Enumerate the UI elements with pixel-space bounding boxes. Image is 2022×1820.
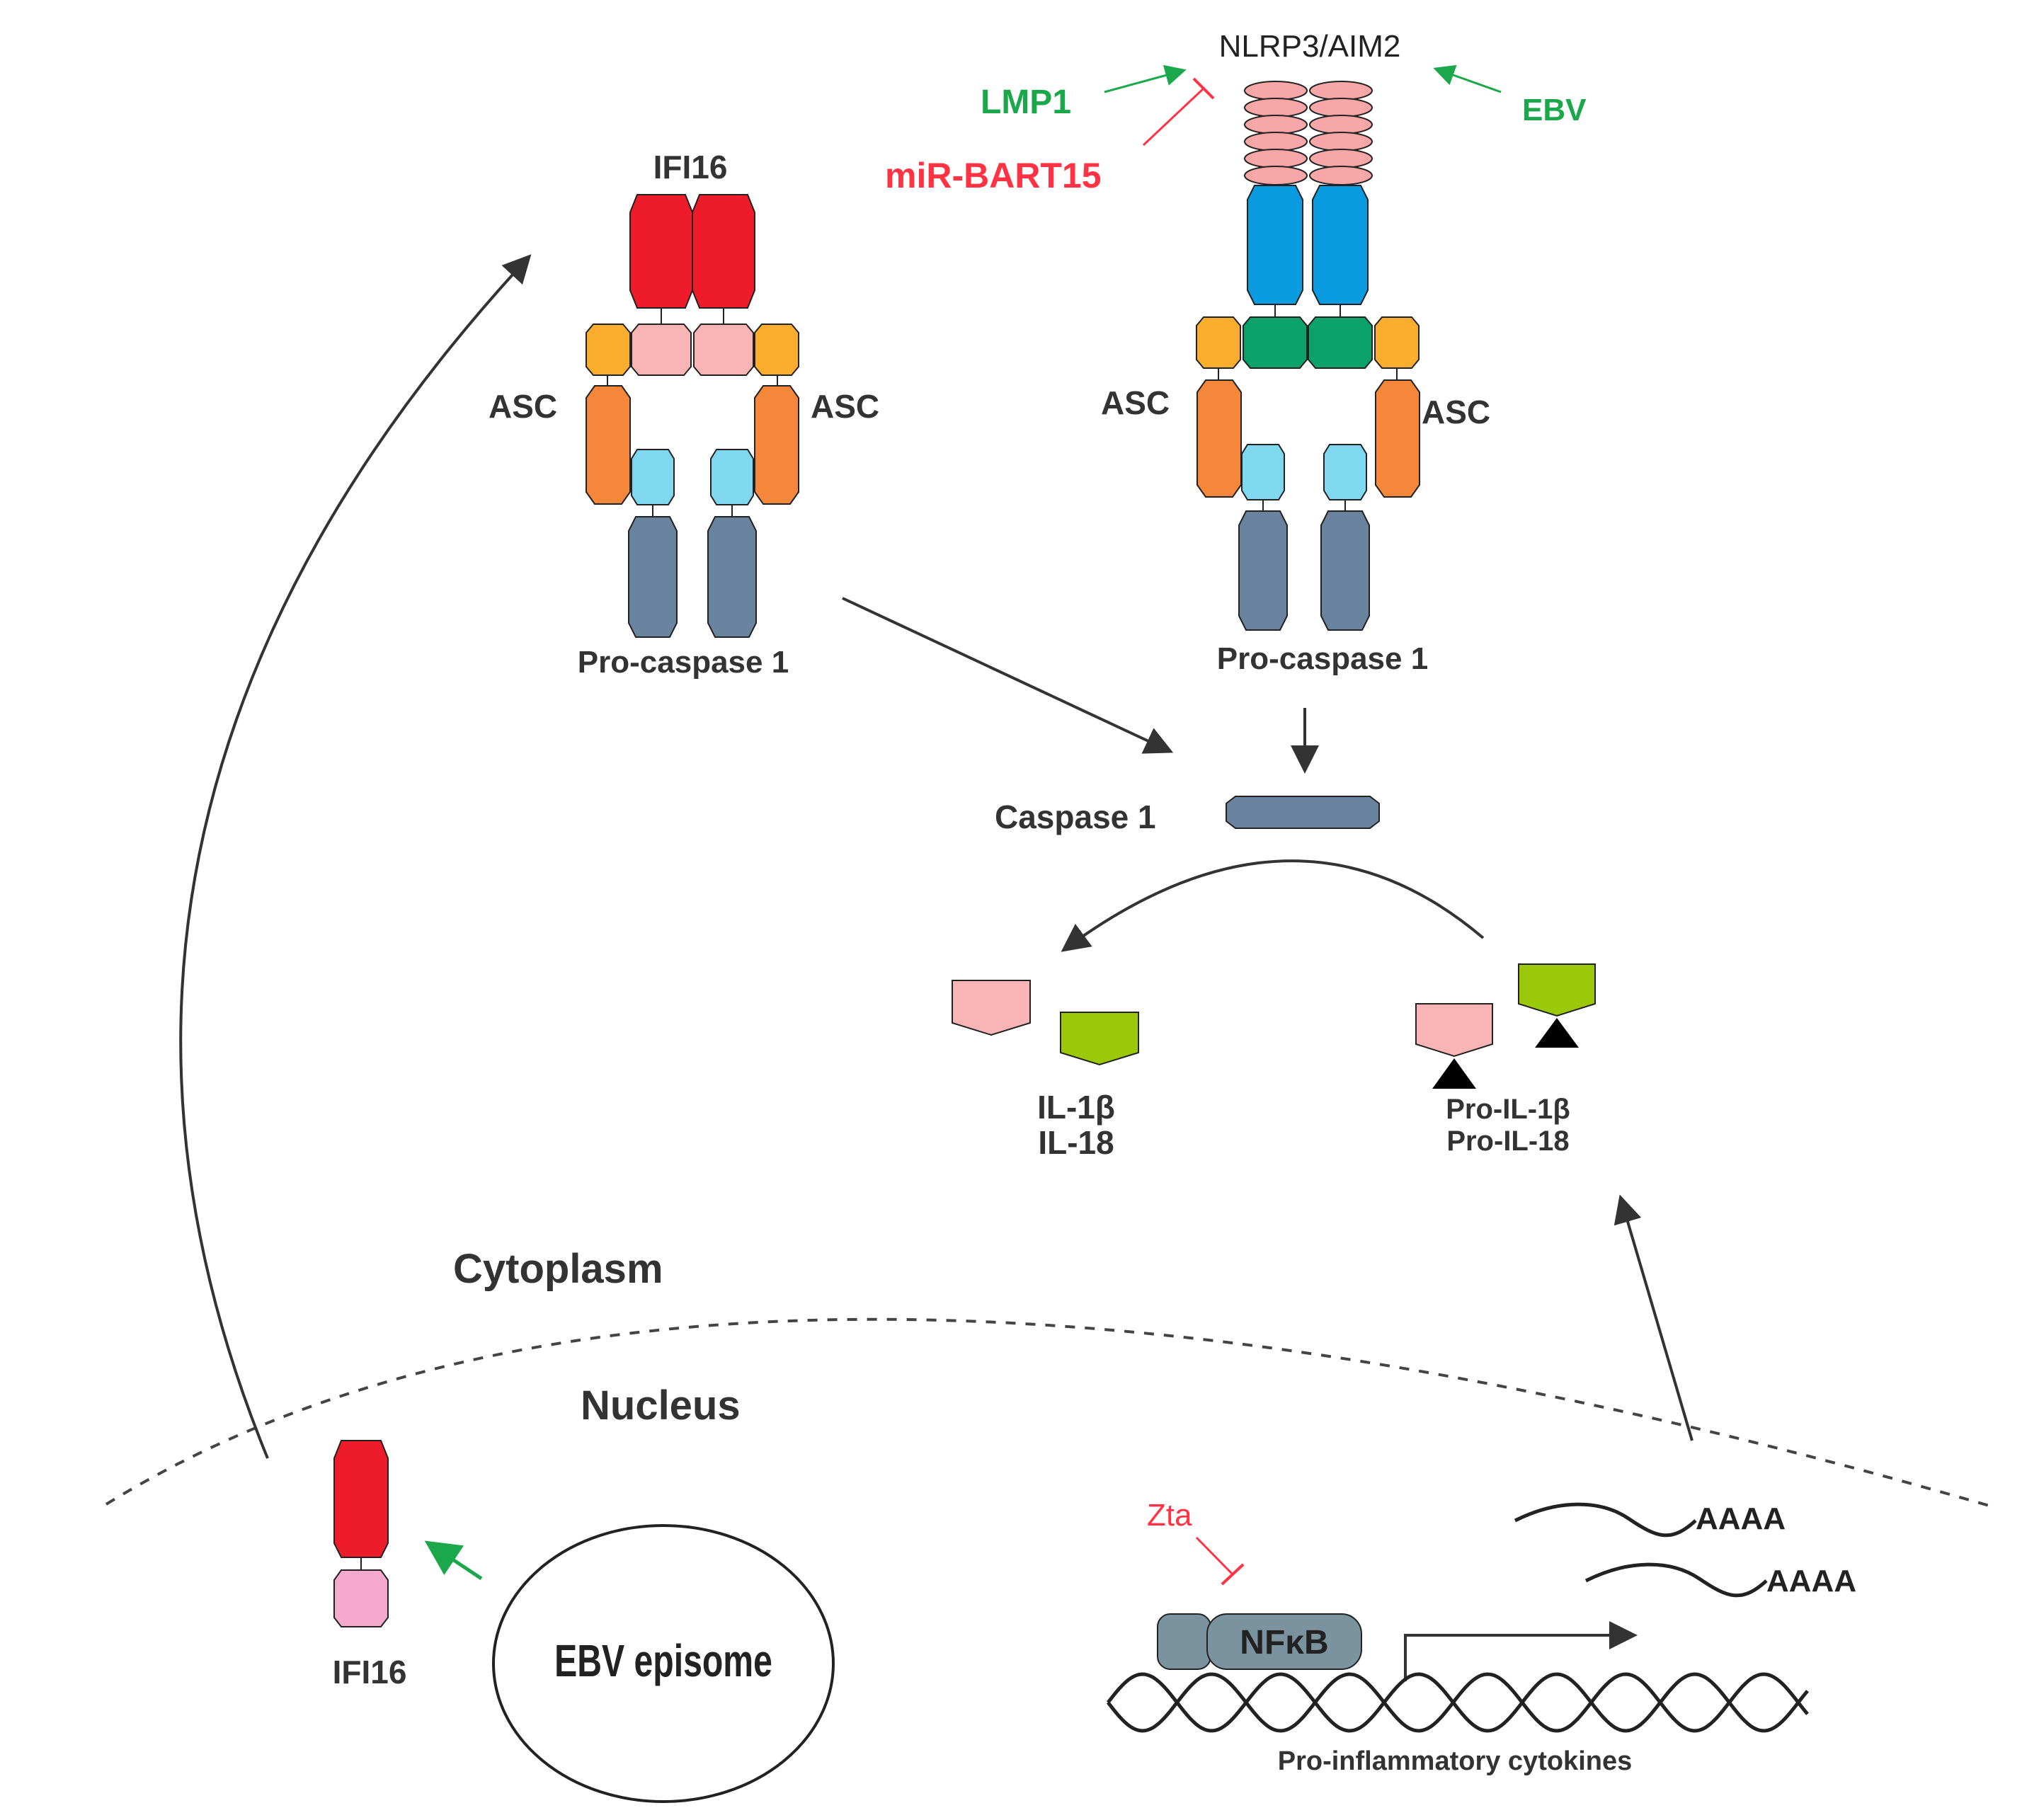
asc-label-left: ASC bbox=[1101, 384, 1170, 421]
zta-inhibition-bar bbox=[1221, 1563, 1245, 1586]
pro-caspase-1-domain bbox=[707, 516, 757, 638]
cytokine-processing-arrow bbox=[1061, 859, 1485, 952]
pro-caspase-1-domain bbox=[628, 516, 678, 638]
caspase-card-domain bbox=[1241, 444, 1285, 500]
asc-pyd-domain bbox=[1374, 316, 1420, 369]
ifi16-pyd-domain bbox=[631, 324, 692, 376]
cytoplasm-label: Cytoplasm bbox=[453, 1246, 663, 1292]
asc-label-right: ASC bbox=[1422, 394, 1490, 430]
nucleus-label: Nucleus bbox=[581, 1383, 741, 1429]
ifi16-to-caspase-arrow bbox=[842, 597, 1174, 754]
transcription-start-arrow bbox=[1404, 1621, 1638, 1681]
nuclear-membrane bbox=[105, 1317, 1997, 1509]
nlrp3-aim2-label: NLRP3/AIM2 bbox=[1219, 29, 1401, 64]
il-1b-protein bbox=[952, 980, 1031, 1036]
asc-card-domain bbox=[1375, 379, 1420, 498]
translation-arrow bbox=[1613, 1194, 1693, 1441]
mrna-strand bbox=[1514, 1502, 1697, 1538]
pro-caspase-1-label-left: Pro-caspase 1 bbox=[578, 645, 789, 680]
asc-pyd-domain bbox=[1196, 316, 1241, 369]
caspase-1-label: Caspase 1 bbox=[995, 799, 1156, 835]
pro-caspase-1-label-right: Pro-caspase 1 bbox=[1217, 641, 1428, 676]
dna-double-helix bbox=[1107, 1672, 1809, 1733]
pro-il-1b-prodomain bbox=[1432, 1058, 1476, 1089]
caspase-card-domain bbox=[710, 449, 754, 505]
ifi16-pyd-domain bbox=[693, 324, 754, 376]
caspase-card-domain bbox=[1323, 444, 1367, 500]
il-18-protein bbox=[1060, 1012, 1139, 1066]
ebv-label: EBV bbox=[1522, 93, 1587, 127]
il-18-label: IL-18 bbox=[1038, 1124, 1114, 1161]
pro-caspase-1-domain bbox=[1238, 510, 1288, 631]
zta-label: Zta bbox=[1147, 1498, 1192, 1533]
pro-il-18-prodomain bbox=[1535, 1018, 1579, 1048]
nuclear-ifi16-hin-domain bbox=[333, 1440, 389, 1558]
ifi16-hin-domain bbox=[692, 194, 755, 309]
caspase-1-protein bbox=[1226, 796, 1380, 829]
episome-to-ifi16-arrow bbox=[424, 1540, 483, 1581]
nfkb-partner-subunit bbox=[1157, 1613, 1211, 1670]
mir-bart15-inhibition-bar bbox=[1192, 77, 1215, 100]
nlr-nbd-domain bbox=[1312, 185, 1369, 305]
pro-caspase-1-domain bbox=[1320, 510, 1370, 631]
zta-inhibition-line bbox=[1195, 1536, 1235, 1576]
pro-il-1b-protein bbox=[1415, 1003, 1493, 1058]
ifi16-nuclear-label: IFI16 bbox=[333, 1654, 407, 1690]
nlr-nbd-domain bbox=[1247, 185, 1303, 305]
mir-bart15-inhibition-line bbox=[1142, 87, 1205, 147]
ifi16-translocation-arrow bbox=[179, 254, 532, 1459]
nlrp3-aim2-inflammasome: ASC ASC Pro-caspase 1 bbox=[1101, 81, 1490, 676]
pro-il-18-label: Pro-IL-18 bbox=[1446, 1126, 1569, 1157]
ebv-activation-arrow bbox=[1433, 64, 1502, 93]
lmp1-activation-arrow bbox=[1104, 64, 1187, 93]
mrna-polya-tail: AAAA bbox=[1766, 1564, 1856, 1598]
asc-card-domain bbox=[586, 385, 631, 505]
ebv-episome-label: EBV episome bbox=[554, 1636, 772, 1686]
ifi16-inflammasome: IFI16 ASC ASC Pro-caspase 1 bbox=[489, 149, 879, 680]
pro-inflammatory-cytokines-label: Pro-inflammatory cytokines bbox=[1278, 1746, 1632, 1776]
ifi16-hin-domain bbox=[629, 194, 693, 309]
asc-card-domain bbox=[754, 385, 799, 505]
nfkb-complex bbox=[1206, 1613, 1362, 1670]
nfkb-label: NFκB bbox=[1240, 1624, 1328, 1661]
mrna-polya-tail: AAAA bbox=[1696, 1501, 1786, 1536]
il-1b-label: IL-1β bbox=[1037, 1089, 1115, 1126]
asc-pyd-domain bbox=[586, 324, 631, 376]
nlr-pyd-domain bbox=[1243, 316, 1308, 369]
asc-label-left: ASC bbox=[489, 388, 557, 425]
mir-bart15-label: miR-BART15 bbox=[885, 156, 1102, 195]
lmp1-label: LMP1 bbox=[981, 84, 1071, 121]
nlr-lrr-domain bbox=[1244, 81, 1373, 185]
ebv-episome bbox=[492, 1524, 835, 1803]
asc-pyd-domain bbox=[754, 324, 799, 376]
asc-label-right: ASC bbox=[811, 388, 879, 425]
nuclear-ifi16-pyd-domain bbox=[333, 1569, 389, 1627]
mrna-strand bbox=[1584, 1562, 1768, 1598]
pro-il-18-protein bbox=[1518, 963, 1596, 1017]
nlr-pyd-domain bbox=[1308, 316, 1373, 369]
asc-card-domain bbox=[1196, 379, 1242, 498]
ifi16-top-label: IFI16 bbox=[653, 149, 728, 185]
pro-il-1b-label: Pro-IL-1β bbox=[1446, 1094, 1570, 1125]
caspase-card-domain bbox=[631, 449, 675, 505]
